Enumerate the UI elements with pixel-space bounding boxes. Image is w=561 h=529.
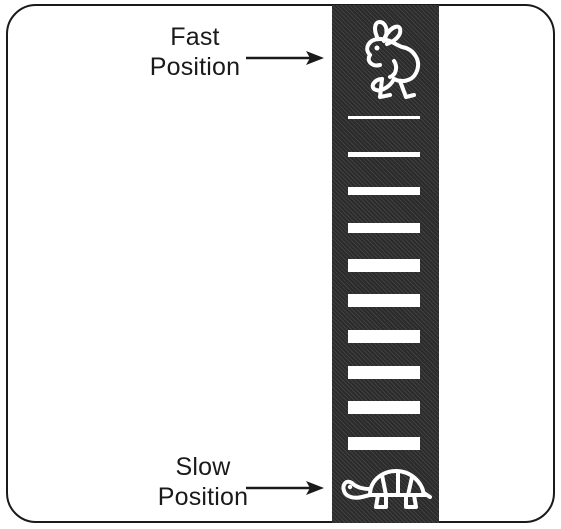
slow-position-arrow — [246, 481, 324, 495]
slow-position-label: Slow Position — [133, 452, 273, 512]
rabbit-icon — [365, 20, 421, 99]
fast-label-line2: Position — [149, 53, 241, 81]
speed-bar — [348, 437, 420, 450]
speed-bar — [348, 152, 420, 157]
speed-bar — [348, 223, 420, 233]
diagram-panel — [6, 4, 555, 523]
speed-bar — [348, 366, 420, 379]
speed-bar — [348, 259, 420, 272]
slow-label-line1: Slow — [175, 453, 231, 481]
slow-label-line2: Position — [157, 483, 249, 511]
fast-position-arrow — [246, 51, 324, 65]
speed-bar — [348, 187, 420, 195]
speed-bar — [348, 116, 420, 119]
speed-scale-strip — [332, 5, 439, 523]
speed-bar — [348, 401, 420, 414]
fast-position-label: Fast Position — [125, 22, 265, 82]
fast-label-line1: Fast — [170, 23, 220, 51]
speed-bar — [348, 330, 420, 343]
speed-bar — [348, 294, 420, 307]
turtle-icon — [341, 469, 432, 509]
